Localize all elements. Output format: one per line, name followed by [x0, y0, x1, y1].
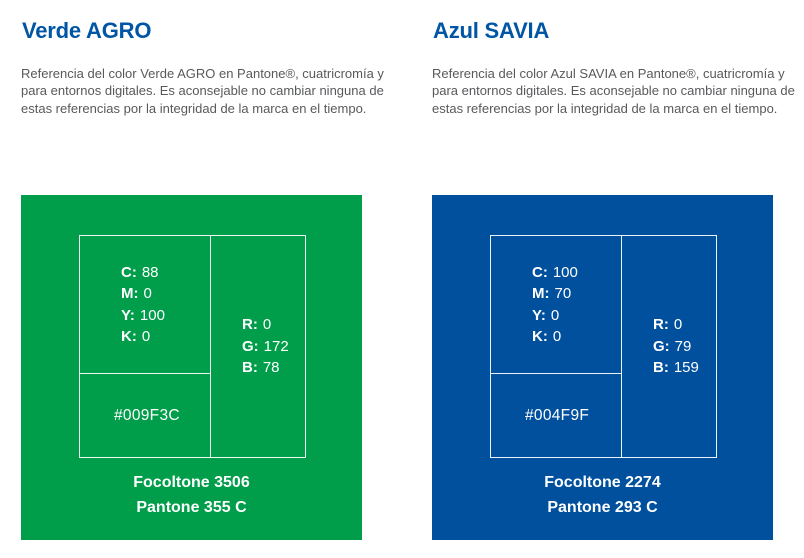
hex-value: #009F3C	[114, 406, 180, 424]
hex-value-cell: #009F3C	[80, 374, 210, 457]
section-description: Referencia del color Verde AGRO en Panto…	[21, 66, 384, 116]
rgb-row-g: G:172	[242, 337, 289, 355]
section-description: Referencia del color Azul SAVIA en Panto…	[432, 66, 795, 116]
rgb-values-cell: R:0 G:79 B:159	[622, 236, 716, 457]
cmyk-row-y: Y:0	[532, 306, 560, 324]
pantone-reference: Pantone 355 C	[136, 498, 247, 516]
cmyk-row-y: Y:100	[121, 306, 165, 324]
rgb-row-r: R:0	[653, 316, 683, 334]
color-swatch-card: C:100 M:70 Y:0 K:0 #004F9F R:0 G:79 B:15…	[432, 195, 773, 540]
rgb-row-b: B:78	[242, 359, 280, 377]
focoltone-reference: Focoltone 2274	[544, 474, 661, 491]
print-color-references: Focoltone 3506 Pantone 355 C	[21, 471, 362, 520]
focoltone-reference: Focoltone 3506	[133, 474, 250, 491]
rgb-row-b: B:159	[653, 359, 699, 377]
cmyk-values-cell: C:88 M:0 Y:100 K:0	[80, 236, 210, 374]
color-spec-box: C:100 M:70 Y:0 K:0 #004F9F R:0 G:79 B:15…	[490, 235, 717, 458]
color-swatch-card: C:88 M:0 Y:100 K:0 #009F3C R:0 G:172 B:7…	[21, 195, 362, 540]
cmyk-row-k: K:0	[532, 328, 562, 345]
rgb-row-g: G:79	[653, 337, 692, 355]
cmyk-values-cell: C:100 M:70 Y:0 K:0	[491, 236, 621, 374]
spec-column-left: C:100 M:70 Y:0 K:0 #004F9F	[491, 236, 622, 457]
hex-value-cell: #004F9F	[491, 374, 621, 457]
rgb-values-cell: R:0 G:172 B:78	[211, 236, 305, 457]
section-azul-savia: Azul SAVIA Referencia del color Azul SAV…	[432, 0, 804, 558]
rgb-row-r: R:0	[242, 316, 272, 334]
cmyk-row-c: C:100	[532, 263, 578, 281]
cmyk-row-m: M:0	[121, 285, 152, 302]
section-verde-agro: Verde AGRO Referencia del color Verde AG…	[21, 0, 401, 558]
pantone-reference: Pantone 293 C	[547, 498, 658, 516]
hex-value: #004F9F	[525, 406, 590, 424]
color-spec-box: C:88 M:0 Y:100 K:0 #009F3C R:0 G:172 B:7…	[79, 235, 306, 458]
section-title: Verde AGRO	[22, 18, 152, 43]
spec-column-left: C:88 M:0 Y:100 K:0 #009F3C	[80, 236, 211, 457]
cmyk-row-m: M:70	[532, 285, 572, 302]
cmyk-row-k: K:0	[121, 328, 151, 345]
print-color-references: Focoltone 2274 Pantone 293 C	[432, 471, 773, 520]
section-title: Azul SAVIA	[433, 18, 550, 43]
cmyk-row-c: C:88	[121, 263, 159, 281]
